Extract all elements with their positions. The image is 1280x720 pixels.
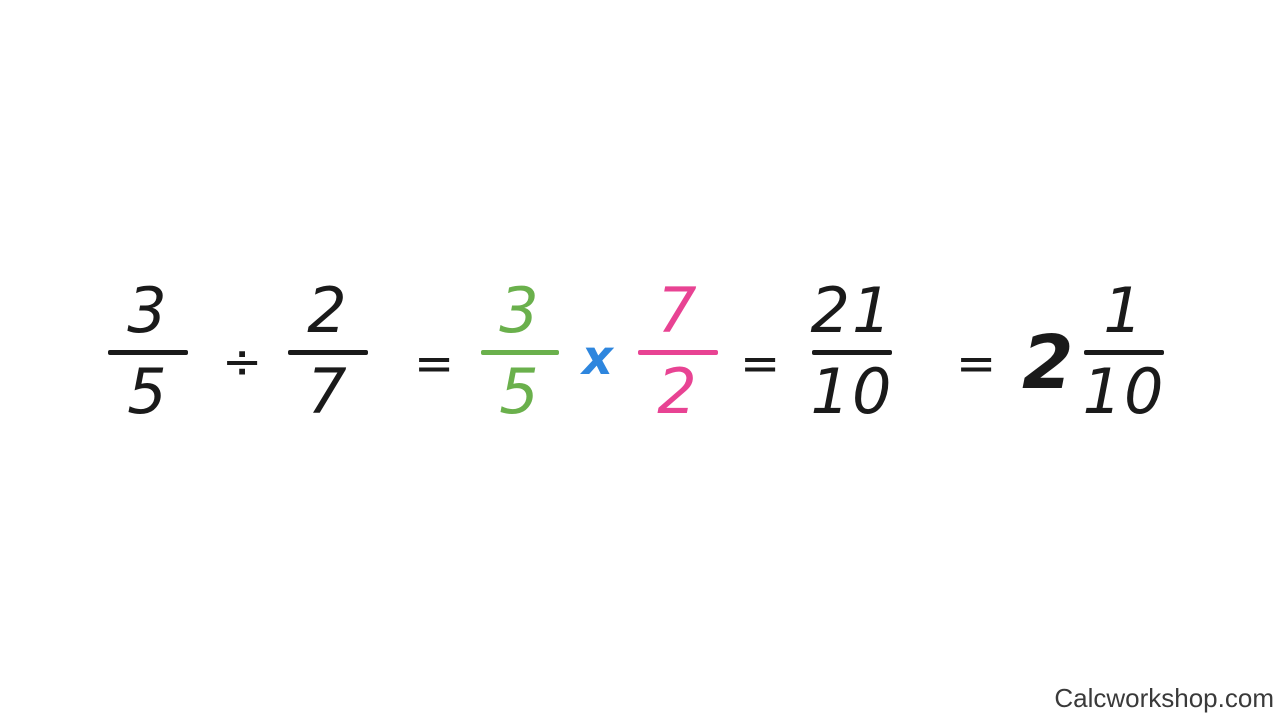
numerator: 7 <box>657 274 699 347</box>
denominator: 2 <box>657 355 699 428</box>
fraction-twentyone-tenths: 21 10 <box>810 274 894 428</box>
divide-sign: ÷ <box>222 334 263 390</box>
fraction-bar <box>481 350 559 355</box>
fraction-three-fifths: 3 5 <box>108 280 188 427</box>
numerator: 1 <box>1103 274 1145 347</box>
fraction-two-sevenths: 2 7 <box>288 280 368 427</box>
fraction-bar <box>108 350 188 355</box>
denominator: 10 <box>1082 355 1166 428</box>
fraction-bar <box>812 350 892 355</box>
fraction-bar <box>638 350 718 355</box>
equals-sign: = <box>740 336 781 392</box>
numerator: 3 <box>499 274 541 347</box>
fraction-three-fifths-green: 3 5 <box>481 280 559 427</box>
fraction-one-tenth: 1 10 <box>1082 274 1166 428</box>
fraction-seven-halves: 7 2 <box>638 280 718 427</box>
numerator: 2 <box>307 274 349 347</box>
denominator: 5 <box>127 355 169 428</box>
watermark: Calcworkshop.com <box>1054 683 1274 713</box>
denominator: 5 <box>499 355 541 428</box>
fraction-bar <box>1084 350 1164 355</box>
numerator: 3 <box>127 274 169 347</box>
equals-sign: = <box>956 336 997 392</box>
equals-sign: = <box>414 336 455 392</box>
multiply-sign: x <box>582 330 613 386</box>
mixed-number-whole: 2 <box>1022 320 1074 406</box>
fraction-bar <box>288 350 368 355</box>
denominator: 7 <box>307 355 349 428</box>
denominator: 10 <box>810 355 894 428</box>
numerator: 21 <box>810 274 894 347</box>
